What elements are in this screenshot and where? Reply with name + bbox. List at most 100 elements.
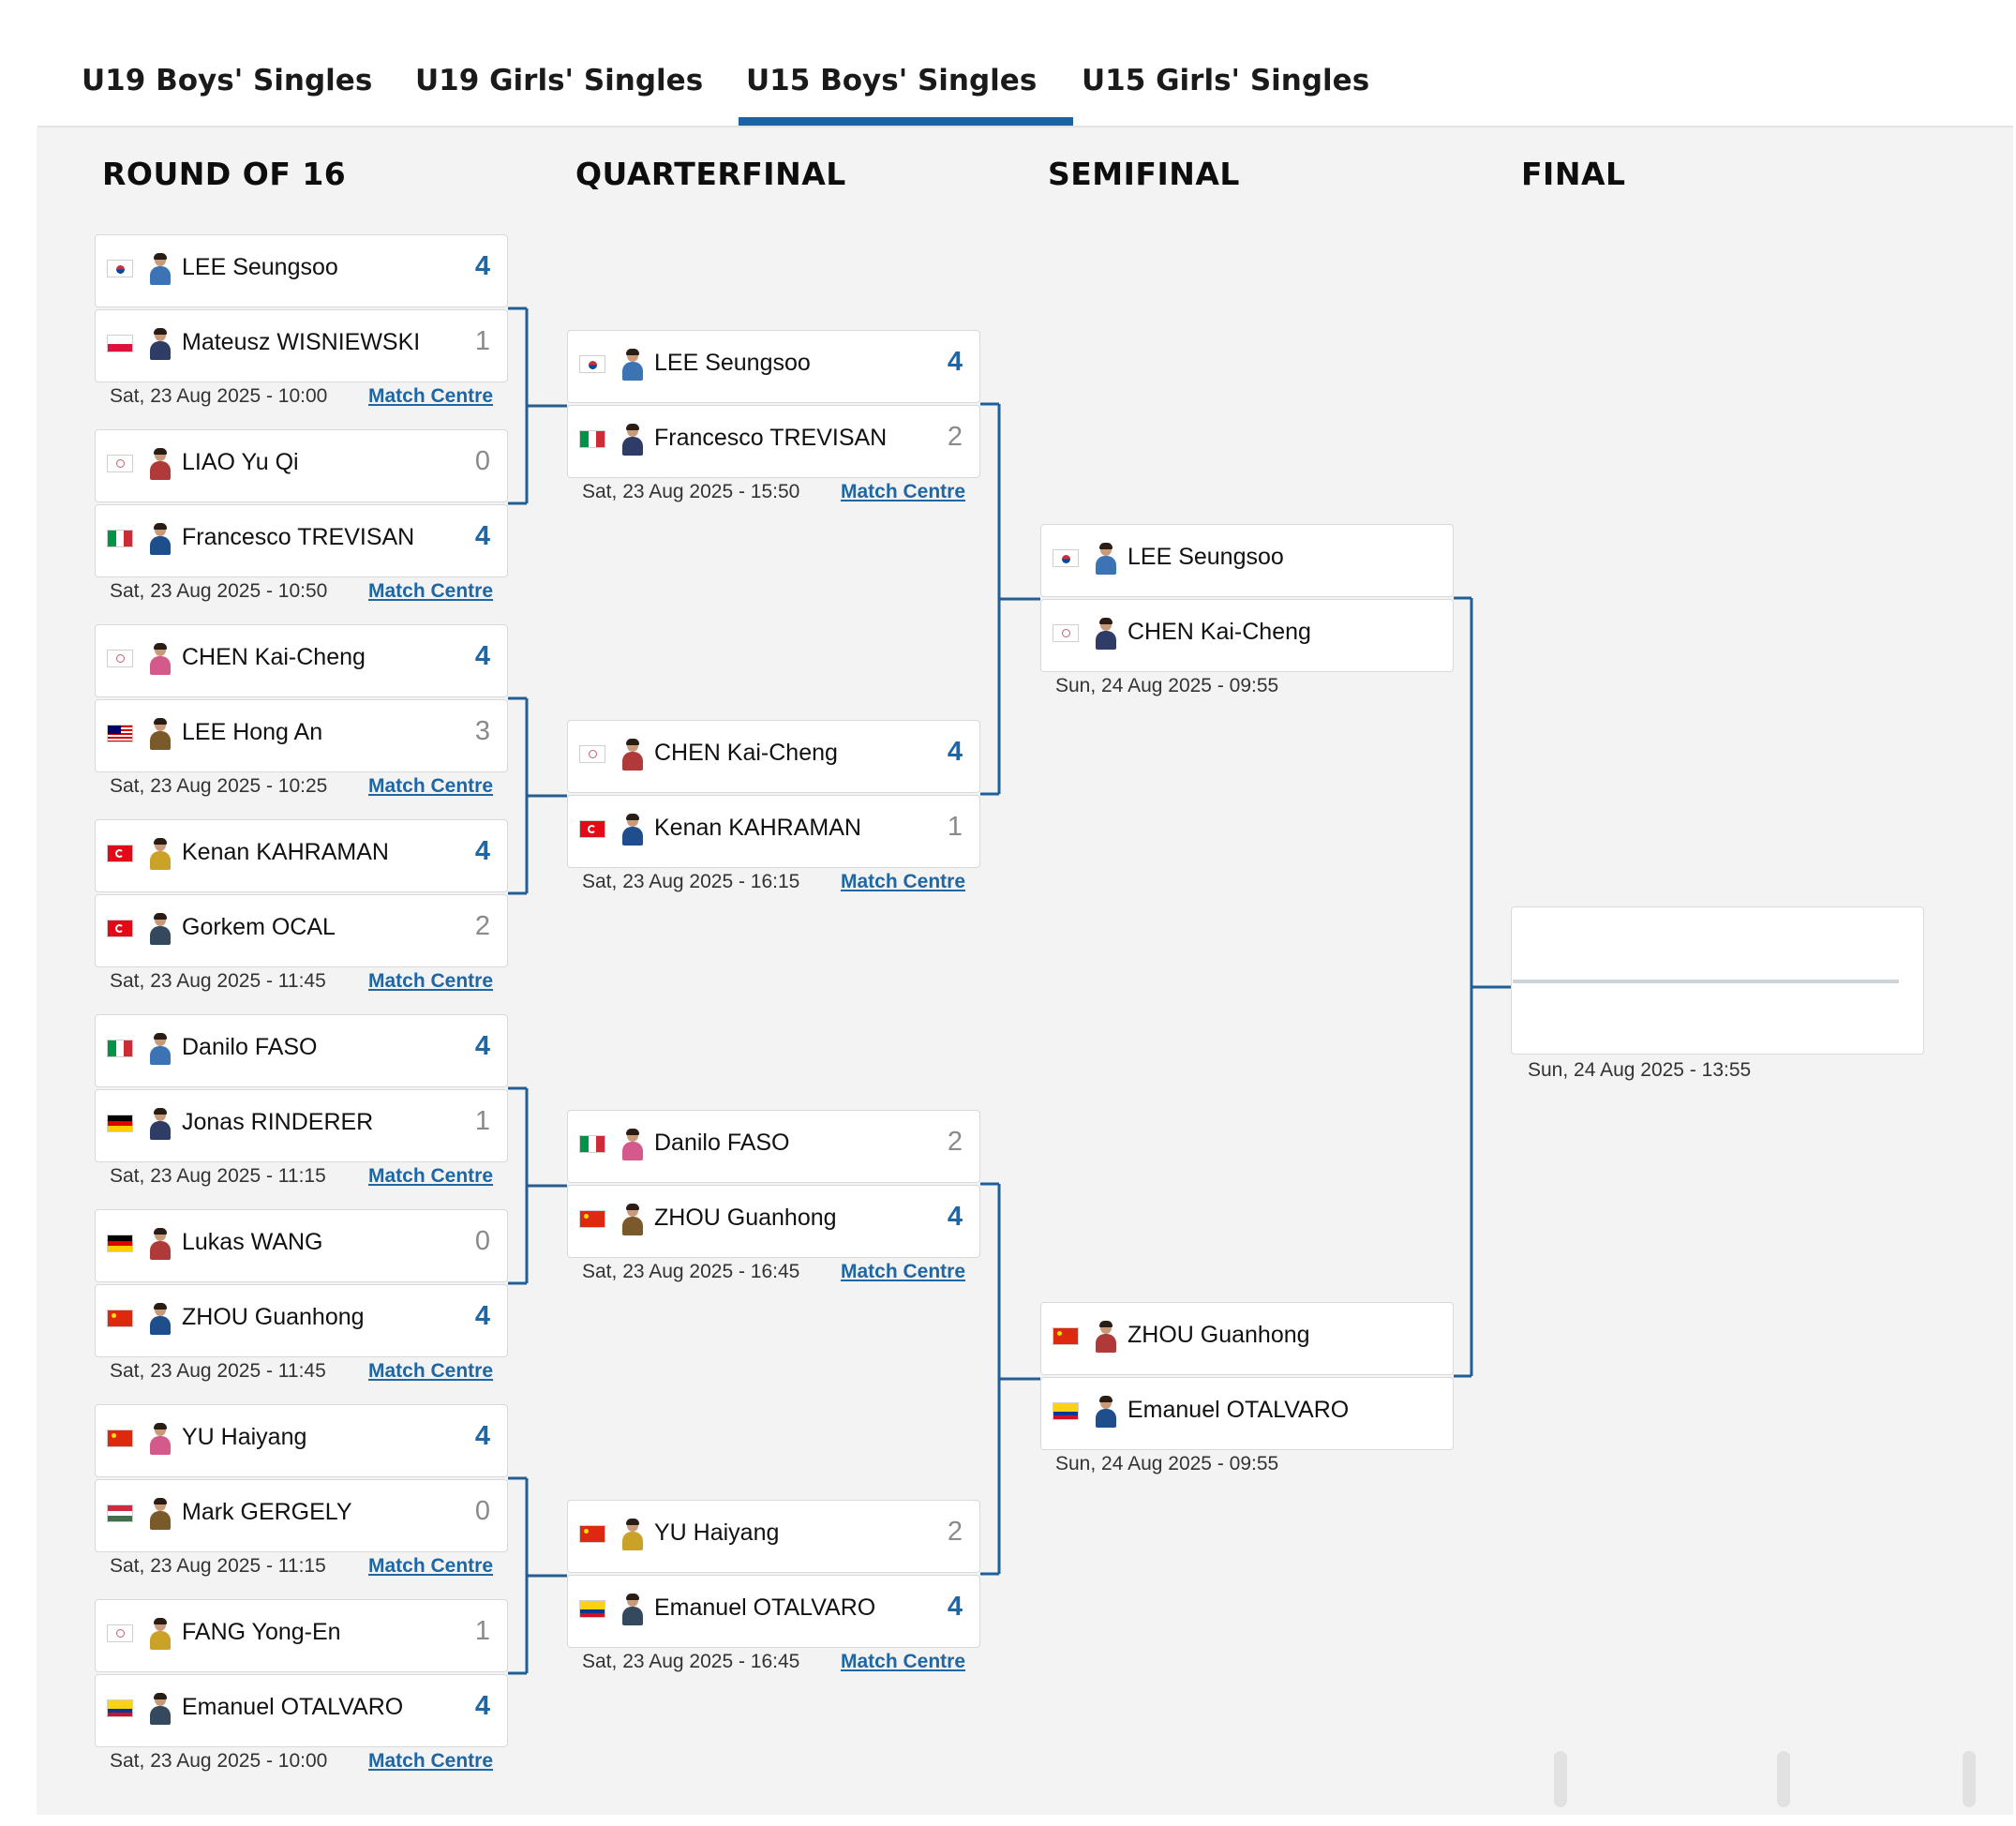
player-name[interactable]: LIAO Yu Qi (182, 449, 299, 475)
player-row[interactable]: LEE Seungsoo (1040, 524, 1454, 597)
match-centre-link[interactable]: Match Centre (368, 1360, 494, 1382)
player-name[interactable]: LEE Hong An (182, 719, 323, 745)
match-centre-link[interactable]: Match Centre (841, 871, 966, 892)
player-name[interactable]: Danilo FASO (182, 1034, 318, 1060)
player-score: 4 (474, 1421, 490, 1451)
match-centre-link[interactable]: Match Centre (368, 1165, 494, 1187)
player-row[interactable]: Mateusz WISNIEWSKI 1 (95, 309, 508, 382)
match-datetime: Sat, 23 Aug 2025 - 11:15 (110, 1555, 326, 1577)
player-row[interactable]: CHEN Kai-Cheng (1040, 599, 1454, 672)
match-centre-link[interactable]: Match Centre (841, 481, 966, 502)
match-centre-link[interactable]: Match Centre (368, 1555, 494, 1577)
player-score: 4 (474, 521, 490, 551)
player-avatar-icon (1096, 1396, 1116, 1429)
active-tab-indicator (739, 117, 1073, 126)
player-avatar-icon (622, 1594, 643, 1626)
player-name[interactable]: Jonas RINDERER (182, 1109, 374, 1135)
player-avatar-icon (150, 1033, 171, 1066)
player-name[interactable]: Emanuel OTALVARO (182, 1694, 404, 1720)
player-row[interactable]: YU Haiyang 4 (95, 1404, 508, 1477)
match-centre-link[interactable]: Match Centre (841, 1261, 966, 1282)
tab-u15-girls-singles[interactable]: U15 Girls' Singles (1082, 64, 1370, 97)
draw-tabs: U19 Boys' Singles U19 Girls' Singles U15… (37, 37, 2013, 127)
player-name[interactable]: ZHOU Guanhong (1127, 1322, 1310, 1348)
player-avatar-icon (150, 1108, 171, 1141)
round-title-quarterfinal: QUARTERFINAL (575, 156, 846, 192)
country-flag-icon (107, 1310, 133, 1327)
country-flag-icon (107, 1624, 133, 1642)
player-row[interactable]: Emanuel OTALVARO (1040, 1377, 1454, 1450)
match-datetime: Sat, 23 Aug 2025 - 11:45 (110, 970, 326, 992)
player-name[interactable]: Emanuel OTALVARO (654, 1594, 876, 1621)
match-datetime: Sat, 23 Aug 2025 - 16:15 (582, 871, 800, 892)
player-name[interactable]: ZHOU Guanhong (182, 1304, 365, 1330)
tab-u19-girls-singles[interactable]: U19 Girls' Singles (415, 64, 704, 97)
player-name[interactable]: Gorkem OCAL (182, 914, 336, 940)
player-avatar-icon (622, 424, 643, 456)
match-centre-link[interactable]: Match Centre (368, 775, 494, 797)
player-name[interactable]: Mark GERGELY (182, 1499, 352, 1525)
player-name[interactable]: LEE Seungsoo (654, 350, 811, 376)
player-name[interactable]: FANG Yong-En (182, 1619, 341, 1645)
player-row[interactable]: ZHOU Guanhong (1040, 1302, 1454, 1375)
match-centre-link[interactable]: Match Centre (841, 1651, 966, 1672)
player-name[interactable]: CHEN Kai-Cheng (1127, 619, 1311, 645)
player-name[interactable]: ZHOU Guanhong (654, 1205, 837, 1231)
player-name[interactable]: YU Haiyang (182, 1424, 307, 1450)
match-centre-link[interactable]: Match Centre (368, 970, 494, 992)
player-name[interactable]: YU Haiyang (654, 1519, 780, 1546)
player-avatar-icon (150, 328, 171, 361)
player-name[interactable]: Mateusz WISNIEWSKI (182, 329, 421, 355)
player-name[interactable]: Kenan KAHRAMAN (182, 839, 389, 865)
tab-u15-boys-singles[interactable]: U15 Boys' Singles (746, 64, 1038, 97)
player-name[interactable]: CHEN Kai-Cheng (654, 740, 838, 766)
player-name[interactable]: Kenan KAHRAMAN (654, 815, 861, 841)
player-score: 1 (474, 326, 490, 356)
player-row[interactable]: Francesco TREVISAN 4 (95, 504, 508, 577)
player-score: 4 (947, 737, 963, 767)
country-flag-icon (579, 1210, 605, 1228)
player-name[interactable]: Lukas WANG (182, 1229, 323, 1255)
country-flag-icon (107, 1040, 133, 1057)
player-row[interactable]: CHEN Kai-Cheng 4 (567, 720, 980, 793)
player-name[interactable]: LEE Seungsoo (182, 254, 338, 280)
match-centre-link[interactable]: Match Centre (368, 385, 494, 407)
match-centre-link[interactable]: Match Centre (368, 1750, 494, 1772)
player-avatar-icon (622, 1519, 643, 1551)
player-name[interactable]: Francesco TREVISAN (654, 425, 888, 451)
player-name[interactable]: LEE Seungsoo (1127, 544, 1284, 570)
player-score: 2 (947, 422, 963, 452)
match-centre-link[interactable]: Match Centre (368, 580, 494, 602)
tab-u19-boys-singles[interactable]: U19 Boys' Singles (82, 64, 373, 97)
player-row[interactable]: Francesco TREVISAN 2 (567, 405, 980, 478)
player-name[interactable]: Francesco TREVISAN (182, 524, 415, 550)
country-flag-icon (107, 650, 133, 667)
player-name[interactable]: CHEN Kai-Cheng (182, 644, 366, 670)
player-name[interactable]: Emanuel OTALVARO (1127, 1397, 1350, 1423)
match-datetime: Sat, 23 Aug 2025 - 16:45 (582, 1261, 800, 1282)
player-name[interactable]: Danilo FASO (654, 1130, 790, 1156)
